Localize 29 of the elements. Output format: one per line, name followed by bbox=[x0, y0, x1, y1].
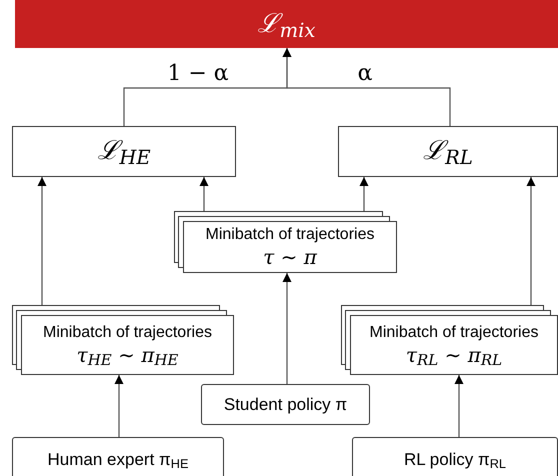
policy-box bbox=[201, 384, 370, 425]
node-label: ℒ$_{RL}$ bbox=[423, 135, 473, 168]
minibatch-box bbox=[183, 221, 397, 273]
formula-text: τ$_{RL}$ ∼ π$_{RL}$ bbox=[406, 342, 502, 368]
arrow bbox=[454, 375, 464, 437]
minibatch-box bbox=[350, 315, 558, 375]
arrow bbox=[200, 177, 208, 211]
loss-box bbox=[12, 126, 236, 177]
node-label: Human expert π$_{HE}$ bbox=[48, 448, 188, 470]
formula-text: τ$_{HE}$ ∼ π$_{HE}$ bbox=[76, 342, 178, 368]
node-label: ℒ$_{mix}$ bbox=[258, 8, 316, 40]
policy-box bbox=[352, 437, 558, 476]
minibatch-box bbox=[21, 315, 234, 375]
loss-box bbox=[338, 126, 558, 177]
node-label: Minibatch of trajectories bbox=[206, 224, 374, 244]
node-label: Minibatch of trajectories bbox=[370, 322, 538, 342]
node-label: Student policy π bbox=[224, 394, 348, 416]
loss-banner bbox=[15, 0, 558, 48]
node-label: Minibatch of trajectories bbox=[43, 322, 212, 342]
arrow bbox=[526, 177, 536, 305]
arrow bbox=[282, 273, 292, 384]
policy-box bbox=[12, 437, 224, 476]
formula-text: τ ∼ π bbox=[263, 244, 317, 270]
node-label: RL policy π$_{RL}$ bbox=[404, 448, 506, 470]
arrow bbox=[360, 177, 368, 211]
arrow bbox=[282, 48, 451, 126]
arrow bbox=[38, 177, 46, 305]
arrow bbox=[114, 375, 124, 437]
node-label: ℒ$_{HE}$ bbox=[97, 135, 151, 168]
